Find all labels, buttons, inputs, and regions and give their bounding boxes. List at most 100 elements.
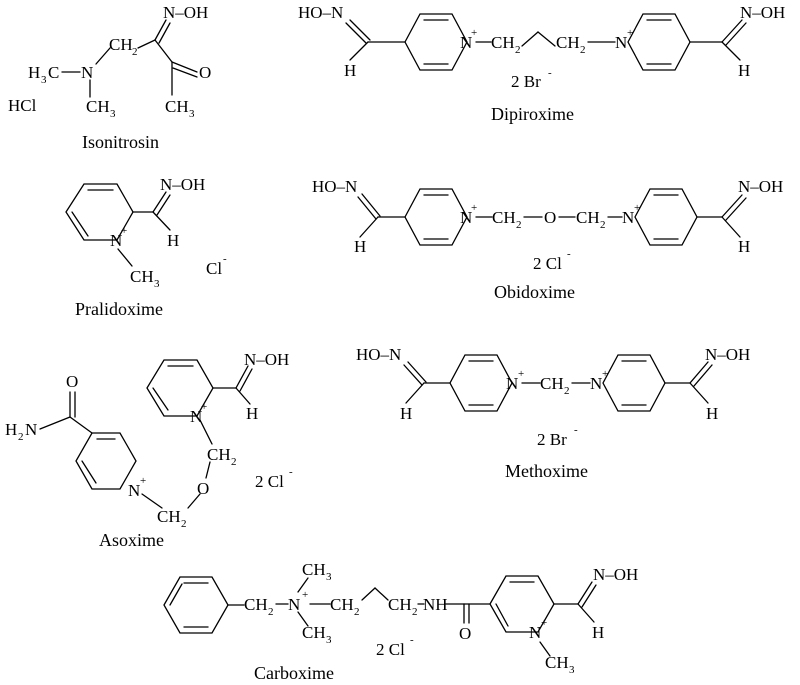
obidoxime-ch2-2-sub: 2	[600, 219, 606, 231]
methoxime-left-charge: +	[518, 368, 524, 380]
asoxime-ch2-2-sub: 2	[231, 456, 237, 468]
pralidoxime-ch3: CH	[130, 267, 154, 286]
carboxime-ch2-1: CH	[330, 595, 354, 614]
bond	[171, 61, 198, 73]
dipiroxime-right-charge: +	[627, 27, 633, 39]
methoxime-ch2: CH	[540, 374, 564, 393]
isonitrosin-oxime-n-oh: N–OH	[163, 3, 208, 22]
obidoxime-right-charge: +	[634, 202, 640, 214]
isonitrosin-h3c-h: H	[28, 63, 40, 82]
obidoxime-left-h: H	[354, 237, 366, 256]
bond	[725, 22, 747, 46]
methoxime-left-h: H	[400, 404, 412, 423]
pralidoxime-n: N	[110, 231, 122, 250]
methoxime-name: Methoxime	[505, 461, 588, 481]
carboxime-benzyl-ch2: CH	[244, 595, 268, 614]
bond	[495, 603, 509, 627]
bond	[169, 583, 183, 606]
carboxime-benzyl-ch2-sub: 2	[268, 606, 274, 618]
carboxime-methyl-bottom: CH	[302, 623, 326, 642]
methoxime-salt-charge: -	[574, 424, 578, 436]
asoxime-salt-charge: -	[289, 466, 293, 478]
isonitrosin-ch3-c: CH	[86, 97, 110, 116]
bond	[141, 493, 163, 509]
bond	[117, 248, 133, 267]
obidoxime-name: Obidoxime	[494, 282, 575, 302]
obidoxime-right-pyridinium-ring	[634, 188, 698, 246]
carboxime-quat-n: N	[288, 595, 300, 614]
bond	[357, 196, 377, 220]
asoxime-left-pyridinium-ring	[75, 432, 137, 490]
dipiroxime-name: Dipiroxime	[491, 104, 574, 124]
isonitrosin-h3c-sub: 3	[41, 74, 47, 86]
bond	[235, 387, 251, 405]
isonitrosin-acetyl-ch3-sub: 3	[189, 108, 195, 120]
asoxime-ch2-1-sub: 2	[181, 518, 187, 530]
bond	[297, 577, 309, 593]
compound-methoxime: HO–N H N + CH 2 N + N–OH H 2 Br - Methox…	[356, 345, 750, 481]
dipiroxime-right-n: N	[615, 33, 627, 52]
bond	[156, 194, 171, 216]
asoxime-salt: 2 Cl	[255, 472, 284, 491]
methoxime-right-h: H	[706, 404, 718, 423]
dipiroxime-right-h: H	[738, 61, 750, 80]
carboxime-h: H	[592, 623, 604, 642]
bond	[172, 67, 198, 78]
methoxime-right-charge: +	[602, 368, 608, 380]
obidoxime-right-h: H	[738, 237, 750, 256]
bond	[693, 364, 713, 387]
methoxime-left-n: N	[506, 374, 518, 393]
obidoxime-left-oxime-ho-n: HO–N	[312, 177, 357, 196]
isonitrosin-carbonyl-o: O	[199, 63, 211, 82]
pralidoxime-ch3-sub: 3	[154, 278, 160, 290]
carboxime-quat-charge: +	[302, 589, 308, 601]
isonitrosin-name: Isonitrosin	[82, 132, 159, 152]
bond	[39, 416, 71, 430]
compound-dipiroxime: HO–N H N + CH 2 CH 2 N + N–OH H 2 Br - D…	[298, 3, 785, 124]
pralidoxime-charge: +	[121, 225, 127, 237]
obidoxime-left-pyridinium-ring	[404, 188, 468, 246]
asoxime-left-n: N	[128, 481, 140, 500]
carboxime-ring-charge: +	[541, 617, 547, 629]
carboxime-salt: 2 Cl	[376, 640, 405, 659]
obidoxime-salt-charge: -	[567, 248, 571, 260]
bond	[199, 419, 213, 445]
bond	[239, 368, 253, 392]
carboxime-amide-nh: NH	[423, 595, 448, 614]
obidoxime-salt: 2 Cl	[533, 254, 562, 273]
methoxime-right-pyridinium-ring	[602, 354, 666, 412]
asoxime-right-n: N	[190, 407, 202, 426]
bond	[359, 216, 379, 238]
bond	[539, 641, 551, 657]
obidoxime-ch2-1: CH	[492, 208, 516, 227]
obidoxime-left-charge: +	[471, 202, 477, 214]
asoxime-ether-o: O	[197, 479, 209, 498]
bond	[137, 39, 156, 49]
bond	[361, 587, 376, 601]
compound-asoxime: H 2 N O N + CH 2 O CH 2 N + N–OH H 2 Cl …	[5, 350, 293, 550]
bond	[521, 31, 539, 47]
methoxime-left-pyridinium-ring	[449, 354, 513, 412]
carboxime-name: Carboxime	[254, 663, 334, 683]
carboxime-n-methyl: CH	[545, 653, 569, 672]
obidoxime-ch2-2: CH	[576, 208, 600, 227]
dipiroxime-left-charge: +	[471, 27, 477, 39]
bond	[235, 365, 249, 389]
bond	[69, 416, 93, 434]
bond	[349, 19, 371, 41]
bond	[158, 22, 171, 44]
carboxime-ring-n: N	[529, 623, 541, 642]
asoxime-ch2-1: CH	[157, 507, 181, 526]
bond	[81, 460, 97, 484]
methoxime-salt: 2 Br	[537, 430, 567, 449]
dipiroxime-salt-charge: -	[548, 67, 552, 79]
pralidoxime-salt-charge: -	[223, 253, 227, 265]
pralidoxime-oxime-n-oh: N–OH	[160, 175, 205, 194]
carboxime-ch2-2: CH	[388, 595, 412, 614]
methoxime-ch2-sub: 2	[564, 385, 570, 397]
carboxime-oxime-n-oh: N–OH	[593, 565, 638, 584]
bond	[407, 361, 427, 383]
compound-isonitrosin: H 3 C N CH 3 CH 2 N–OH O CH 3 HCl Isonit…	[8, 3, 211, 152]
asoxime-h: H	[246, 404, 258, 423]
carboxime-methyl-top: CH	[302, 560, 326, 579]
